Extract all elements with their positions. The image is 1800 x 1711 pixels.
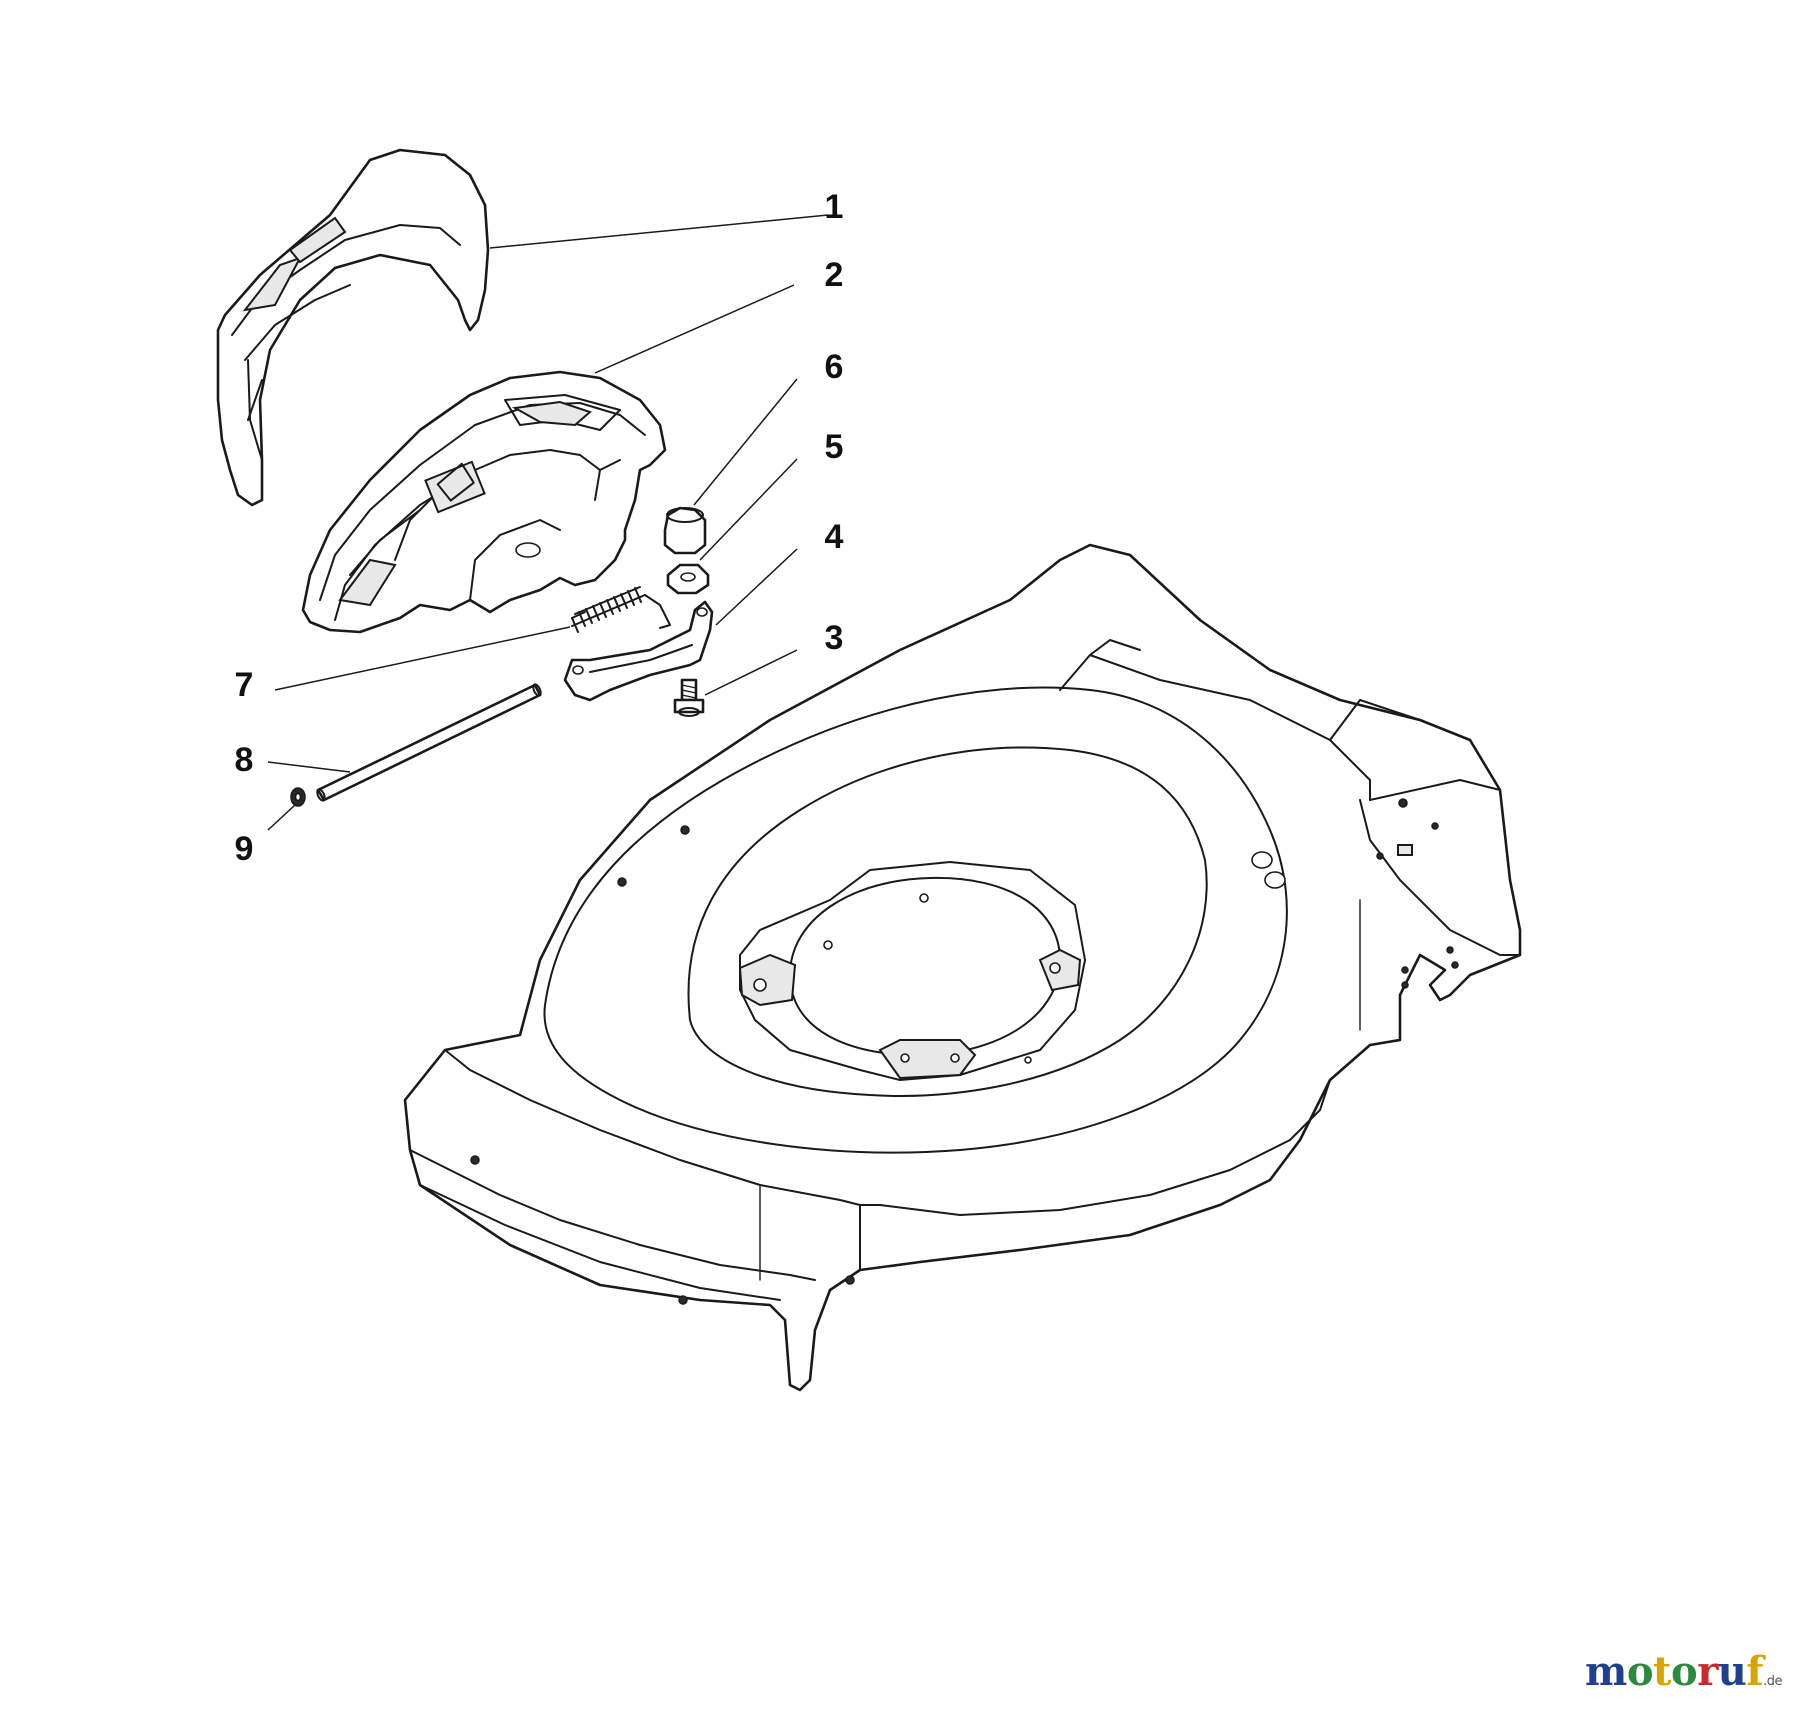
rear-guard-cover bbox=[216, 148, 490, 507]
cap bbox=[663, 506, 707, 555]
leader-5 bbox=[699, 458, 798, 561]
callout-3: 3 bbox=[825, 619, 844, 657]
leader-4 bbox=[715, 548, 798, 626]
callout-8: 8 bbox=[235, 741, 254, 779]
callout-9: 9 bbox=[235, 830, 254, 868]
watermark-tld: .de bbox=[1763, 1674, 1782, 1689]
leader-6 bbox=[693, 378, 798, 506]
callout-5: 5 bbox=[825, 428, 844, 466]
leader-lines bbox=[267, 214, 829, 831]
leader-1 bbox=[489, 214, 829, 249]
spring bbox=[571, 586, 671, 633]
leader-7 bbox=[274, 626, 571, 691]
mower-deck bbox=[403, 543, 1522, 1392]
shaft-rod bbox=[316, 683, 542, 802]
leader-9 bbox=[267, 804, 296, 831]
watermark-letter: t bbox=[1653, 1648, 1672, 1695]
washer bbox=[290, 787, 306, 807]
watermark-letter: f bbox=[1746, 1648, 1764, 1695]
motoruf-watermark-logo: motoruf.de bbox=[1585, 1648, 1782, 1695]
rear-flap-housing bbox=[301, 370, 667, 634]
nut bbox=[666, 563, 710, 595]
callout-6: 6 bbox=[825, 348, 844, 386]
watermark-letter: o bbox=[1671, 1648, 1698, 1695]
callout-1: 1 bbox=[825, 188, 844, 226]
callout-numbers: 1 2 6 5 4 3 7 8 9 bbox=[235, 188, 844, 868]
callout-2: 2 bbox=[825, 256, 844, 294]
watermark-letter: r bbox=[1697, 1648, 1718, 1695]
leader-8 bbox=[267, 761, 351, 773]
callout-7: 7 bbox=[235, 666, 254, 704]
leader-3 bbox=[704, 649, 798, 696]
watermark-letter: m bbox=[1585, 1648, 1627, 1695]
watermark-letter: o bbox=[1626, 1648, 1654, 1695]
callout-4: 4 bbox=[825, 518, 844, 556]
bracket-plate bbox=[563, 600, 714, 702]
screw bbox=[673, 678, 705, 717]
watermark-letter: u bbox=[1717, 1648, 1747, 1695]
leader-2 bbox=[594, 284, 795, 374]
